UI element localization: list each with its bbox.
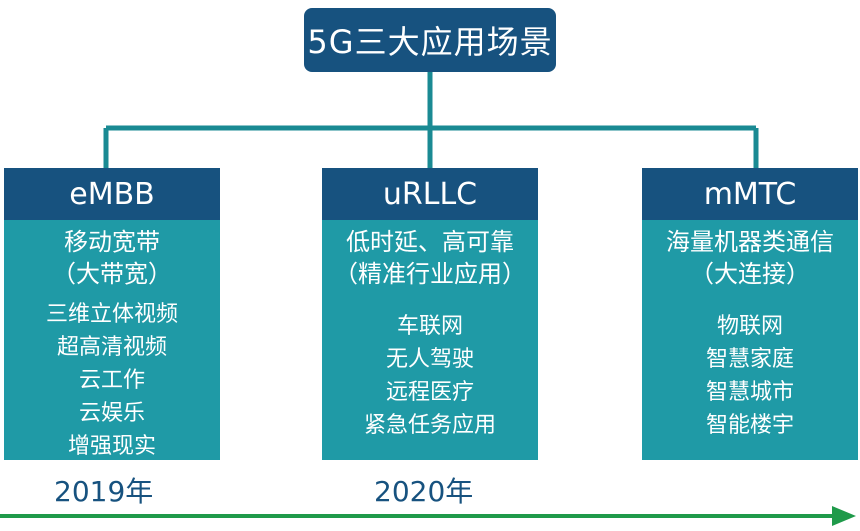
list-item: 无人驾驶 (385, 347, 474, 372)
list-item: 三维立体视频 (45, 302, 178, 327)
list-item: 增强现实 (67, 434, 156, 459)
card-mmtc: mMTC 海量机器类通信 （大连接） 物联网 智慧家庭 智慧城市 智能楼宇 (642, 168, 858, 460)
card-body: 移动宽带 （大带宽） 三维立体视频 超高清视频 云工作 云娱乐 增强现实 (4, 220, 220, 463)
list-item: 智慧城市 (705, 380, 794, 405)
card-urllc: uRLLC 低时延、高可靠 （精准行业应用） 车联网 无人驾驶 远程医疗 紧急任… (322, 168, 538, 460)
timeline-arrow (0, 506, 856, 526)
card-title: mMTC (642, 168, 858, 220)
card-subtitle-line: （大连接） (690, 260, 810, 288)
list-item: 超高清视频 (56, 335, 167, 360)
card-title: uRLLC (322, 168, 538, 220)
list-item: 紧急任务应用 (363, 413, 496, 438)
card-subtitle-line: 移动宽带 (64, 228, 160, 256)
list-item: 智慧家庭 (705, 347, 794, 372)
list-item: 云娱乐 (78, 401, 145, 426)
list-item: 云工作 (78, 368, 145, 393)
root-node: 5G三大应用场景 (304, 8, 556, 72)
card-embb: eMBB 移动宽带 （大带宽） 三维立体视频 超高清视频 云工作 云娱乐 增强现… (4, 168, 220, 460)
timeline-arrowhead-icon (832, 506, 856, 526)
year-label-2020: 2020年 (374, 475, 474, 508)
list-item: 远程医疗 (385, 380, 474, 405)
card-subtitle-line: 海量机器类通信 (666, 228, 834, 256)
year-label-2019: 2019年 (54, 475, 154, 508)
card-subtitle-line: （大带宽） (52, 260, 172, 288)
card-title: eMBB (4, 168, 220, 220)
card-subtitle-line: 低时延、高可靠 (346, 228, 514, 256)
list-item: 车联网 (396, 314, 463, 339)
list-item: 智能楼宇 (705, 413, 794, 438)
card-subtitle-line: （精准行业应用） (334, 260, 526, 288)
card-body: 海量机器类通信 （大连接） 物联网 智慧家庭 智慧城市 智能楼宇 (642, 220, 858, 442)
list-item: 物联网 (716, 314, 783, 339)
card-body: 低时延、高可靠 （精准行业应用） 车联网 无人驾驶 远程医疗 紧急任务应用 (322, 220, 538, 442)
